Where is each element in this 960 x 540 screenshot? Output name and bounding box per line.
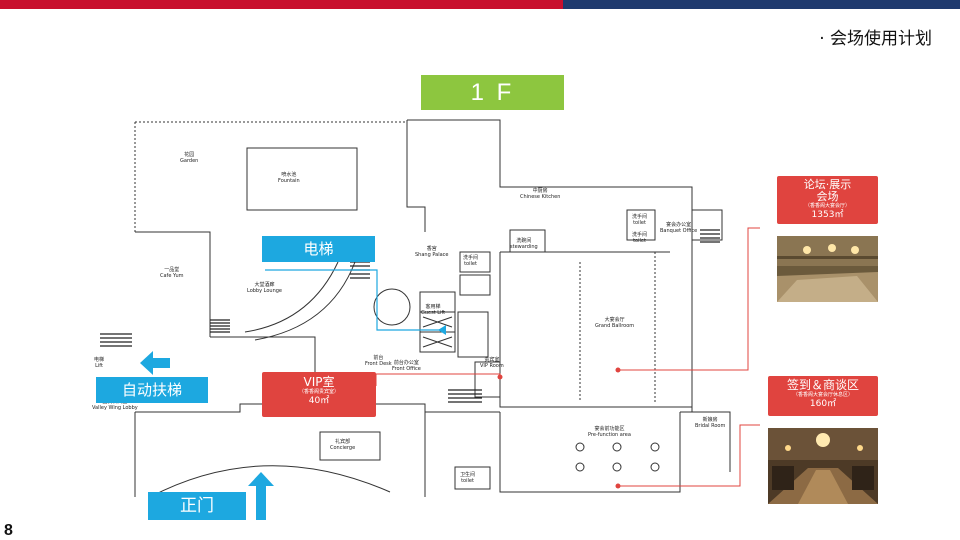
left-arrow-icon bbox=[140, 351, 170, 375]
top-accent-bar-navy bbox=[563, 0, 960, 9]
prefunction-photo bbox=[768, 428, 878, 504]
escalator-label: 自动扶梯 bbox=[96, 377, 208, 403]
ballroom-photo bbox=[777, 236, 878, 302]
vip-room-callout: VIP室 （香香阁贵宾室） 40㎡ bbox=[262, 372, 376, 417]
section-title: · 会场使用计划 bbox=[819, 29, 932, 49]
elevator-label: 电梯 bbox=[262, 236, 375, 262]
top-accent-bar-red bbox=[0, 0, 563, 9]
page-number: 8 bbox=[4, 522, 13, 539]
main-gate-label: 正门 bbox=[148, 492, 246, 520]
route-arrow-icon bbox=[438, 325, 446, 335]
signin-area-callout: 签到＆商谈区 （香香阁大宴会厅休息区） 160㎡ bbox=[768, 376, 878, 416]
floor-badge: 1 F bbox=[421, 75, 564, 110]
forum-venue-callout: 论坛·展示 会场 （香香阁大宴会厅） 1353㎡ bbox=[777, 176, 878, 224]
floor-plan-drawing bbox=[100, 119, 760, 498]
up-arrow-icon bbox=[248, 472, 274, 520]
